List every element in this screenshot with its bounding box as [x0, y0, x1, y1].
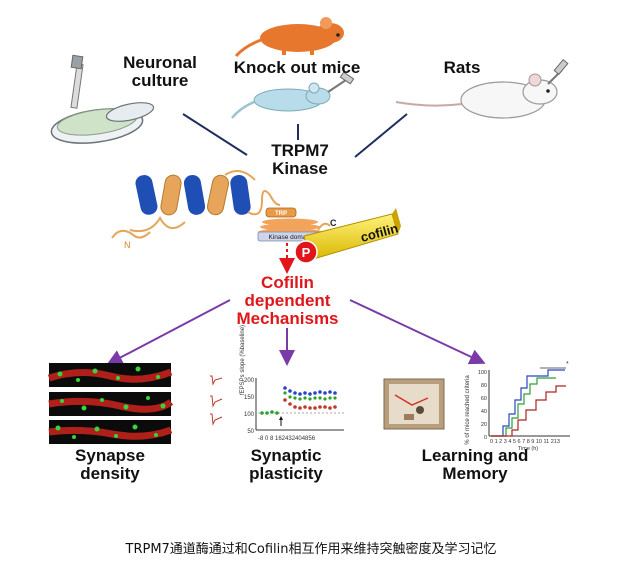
arrow-to-synapse — [106, 299, 231, 365]
plasticity-line-1: Synaptic — [250, 446, 322, 465]
learning-ylabel: % of mice reached criteria — [465, 375, 471, 445]
learning-ytick: 20 — [481, 422, 487, 428]
plasticity-xticks: -8 0 8 162432404856 — [258, 436, 316, 442]
learning-xlabel: Time (h) — [518, 446, 538, 452]
learning-memory-label: Learning and Memory — [400, 447, 550, 483]
learning-xticks: 0 1 2 3 4 5 6 7 8 9 10 11 213 — [490, 439, 560, 445]
synapse-micrographs — [47, 363, 174, 444]
injected-mouse-icon — [231, 71, 355, 119]
learning-line-blue — [491, 369, 565, 437]
learning-ytick: 0 — [484, 435, 487, 441]
line-rats-to-trpm7 — [354, 113, 408, 158]
kinase-domain-label: Kinase domain — [269, 234, 312, 241]
plasticity-ytick: 200 — [244, 378, 255, 384]
baseline-series — [260, 410, 279, 415]
neuronal-culture-text: Neuronal culture — [123, 53, 197, 90]
neuronal-culture-label: Neuronal culture — [110, 54, 210, 90]
significance-star: * — [566, 361, 569, 368]
control-series — [283, 386, 337, 396]
learning-ytick: 80 — [481, 383, 487, 389]
plasticity-ytick: 50 — [247, 429, 254, 435]
trp-box-label: TRP — [275, 211, 287, 217]
line-culture-to-trpm7 — [182, 113, 248, 156]
phospho-label: P — [302, 245, 311, 260]
phospho-badge: P — [294, 240, 318, 264]
plasticity-ytick: 150 — [244, 395, 255, 401]
synaptic-plasticity-label: Synaptic plasticity — [226, 447, 346, 483]
knockout-mouse-icon — [234, 17, 344, 58]
figure-caption: TRPM7通道酶通过和Cofilin相互作用来维持突触密度及学习记忆 — [125, 542, 497, 557]
rat-icon — [395, 59, 569, 119]
trpm7-channel-structure: TRP Kinase domain N C — [111, 170, 337, 250]
learning-line-red — [491, 385, 566, 437]
arrow-to-learning — [349, 299, 486, 365]
learning-line-green — [491, 377, 556, 437]
plasticity-chart: fEPSPs slope (%baseline) 200 150 100 50 — [210, 325, 344, 442]
learning-line-1: Learning and — [421, 446, 529, 465]
learning-chart: % of mice reached criteria 100 80 60 40 … — [465, 361, 570, 452]
learning-ytick: 60 — [481, 396, 487, 402]
synapse-line-2: density — [80, 463, 140, 483]
knockout-mice-label: Knock out mice — [233, 58, 361, 77]
trpm7-kinase-label: TRPM7 Kinase — [250, 142, 350, 178]
green-series — [283, 391, 337, 401]
petri-dish-icon — [50, 102, 155, 144]
learning-line-2: Memory — [442, 463, 508, 483]
cofilin-mechanisms-label: Cofilin dependent Mechanisms — [215, 274, 360, 328]
fepsp-trace-3 — [210, 413, 223, 426]
maze-photo — [383, 378, 445, 430]
plasticity-ytick: 100 — [244, 412, 255, 418]
fepsp-trace-1 — [210, 375, 223, 386]
cofilin-protein: cofilin — [303, 208, 401, 261]
mechanism-line-1: Cofilin — [261, 273, 314, 292]
plasticity-ylabel: fEPSPs slope (%baseline) — [240, 325, 246, 395]
pipette-icon — [70, 54, 84, 109]
knockout-series — [283, 398, 337, 410]
mechanism-line-3: Mechanisms — [236, 308, 339, 328]
c-terminus-label: C — [330, 218, 337, 228]
learning-ytick: 100 — [478, 370, 487, 376]
plasticity-line-2: plasticity — [249, 463, 323, 483]
synapse-line-1: Synapse — [75, 446, 145, 465]
kinase-text: Kinase — [272, 158, 328, 178]
learning-ytick: 40 — [481, 409, 487, 415]
rats-label: Rats — [443, 58, 481, 77]
synapse-density-label: Synapse density — [50, 447, 170, 483]
n-terminus-label: N — [124, 240, 131, 250]
fepsp-trace-2 — [210, 395, 223, 408]
mechanism-line-2: dependent — [244, 290, 331, 310]
trpm7-text: TRPM7 — [271, 141, 329, 160]
